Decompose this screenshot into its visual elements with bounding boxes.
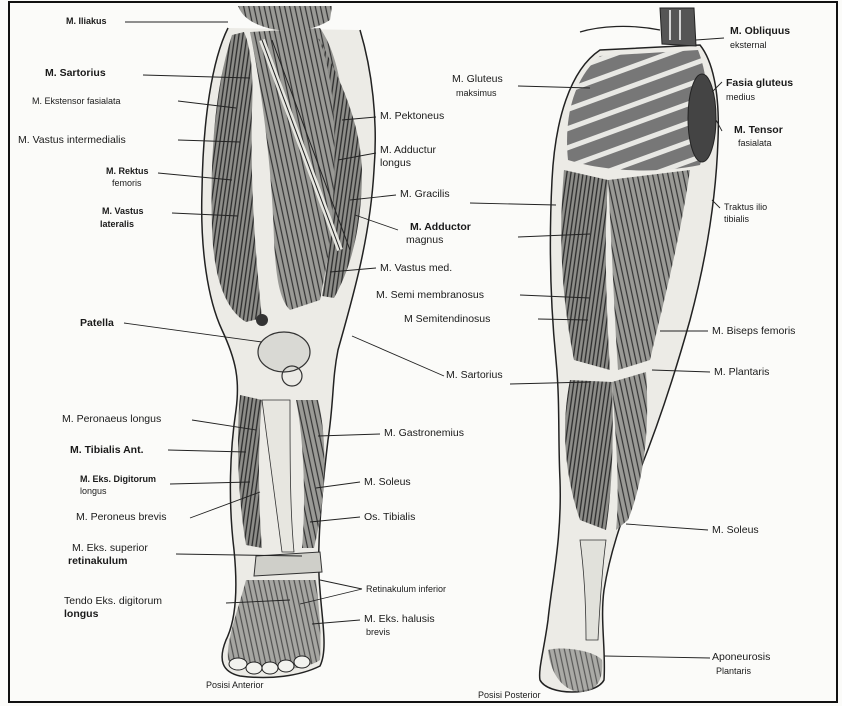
label-vastus-intermedialis: M. Vastus intermedialis <box>18 135 126 146</box>
label-traktus-1: Traktus ilio <box>724 202 767 213</box>
label-adductor-longus-2: longus <box>380 158 411 169</box>
label-gluteus-maximus-2: maksimus <box>456 88 497 99</box>
label-vastus-medialis: M. Vastus med. <box>380 263 452 274</box>
label-adductor-longus-1: M. Adductur <box>380 145 436 156</box>
label-fasia-gluteus-1: Fasia gluteus <box>726 78 793 89</box>
label-tendo-eks-1: Tendo Eks. digitorum <box>64 596 162 607</box>
label-tensor-1: M. Tensor <box>734 125 783 136</box>
label-gracilis: M. Gracilis <box>400 189 450 200</box>
caption-posterior: Posisi Posterior <box>478 690 541 701</box>
label-sartorius-lower: M. Sartorius <box>446 370 503 381</box>
label-traktus-2: tibialis <box>724 214 749 225</box>
label-eks-halusis-1: M. Eks. halusis <box>364 614 435 625</box>
label-soleus-posterior: M. Soleus <box>712 525 759 536</box>
label-obliquus-1: M. Obliquus <box>730 26 790 37</box>
label-rektus-femoris-1: M. Rektus <box>106 166 149 177</box>
label-iliakus: M. Iliakus <box>66 16 107 27</box>
label-semitendinosus: M Semitendinosus <box>404 314 490 325</box>
label-adductor-magnus-1: M. Adductor <box>410 222 471 233</box>
label-gluteus-maximus-1: M. Gluteus <box>452 74 503 85</box>
label-plantaris: M. Plantaris <box>714 367 769 378</box>
label-tensor-2: fasialata <box>738 138 772 149</box>
label-eks-superior-1: M. Eks. superior <box>72 543 148 554</box>
label-pektineus: M. Pektoneus <box>380 111 444 122</box>
label-vastus-lateralis-2: lateralis <box>100 219 134 230</box>
label-sartorius: M. Sartorius <box>45 68 106 79</box>
label-retinakulum-inferior: Retinakulum inferior <box>366 584 446 595</box>
label-ekstensor-fasialata: M. Ekstensor fasialata <box>32 96 121 107</box>
label-gastrocnemius: M. Gastronemius <box>384 428 464 439</box>
label-aponeurosis-1: Aponeurosis <box>712 652 770 663</box>
label-tendo-eks-2: longus <box>64 609 98 620</box>
label-biseps-femoris: M. Biseps femoris <box>712 326 795 337</box>
label-semimembranosus: M. Semi membranosus <box>376 290 484 301</box>
label-soleus-anterior: M. Soleus <box>364 477 411 488</box>
label-rektus-femoris-2: femoris <box>112 178 142 189</box>
label-fasia-gluteus-2: medius <box>726 92 755 103</box>
label-adductor-magnus-2: magnus <box>406 235 443 246</box>
label-aponeurosis-2: Plantaris <box>716 666 751 677</box>
label-eks-halusis-2: brevis <box>366 627 390 638</box>
posterior-leg <box>540 8 719 692</box>
label-tibialis-ant: M. Tibialis Ant. <box>70 445 144 456</box>
label-vastus-lateralis-1: M. Vastus <box>102 206 144 217</box>
label-peroneus-longus: M. Peronaeus longus <box>62 414 161 425</box>
label-peroneus-brevis: M. Peroneus brevis <box>76 512 166 523</box>
label-eks-superior-2: retinakulum <box>68 556 128 567</box>
caption-anterior: Posisi Anterior <box>206 680 264 691</box>
label-obliquus-2: eksternal <box>730 40 767 51</box>
label-os-tibialis: Os. Tibialis <box>364 512 415 523</box>
label-eks-digitorum-1: M. Eks. Digitorum <box>80 474 156 485</box>
label-patella: Patella <box>80 318 114 329</box>
label-eks-digitorum-2: longus <box>80 486 107 497</box>
